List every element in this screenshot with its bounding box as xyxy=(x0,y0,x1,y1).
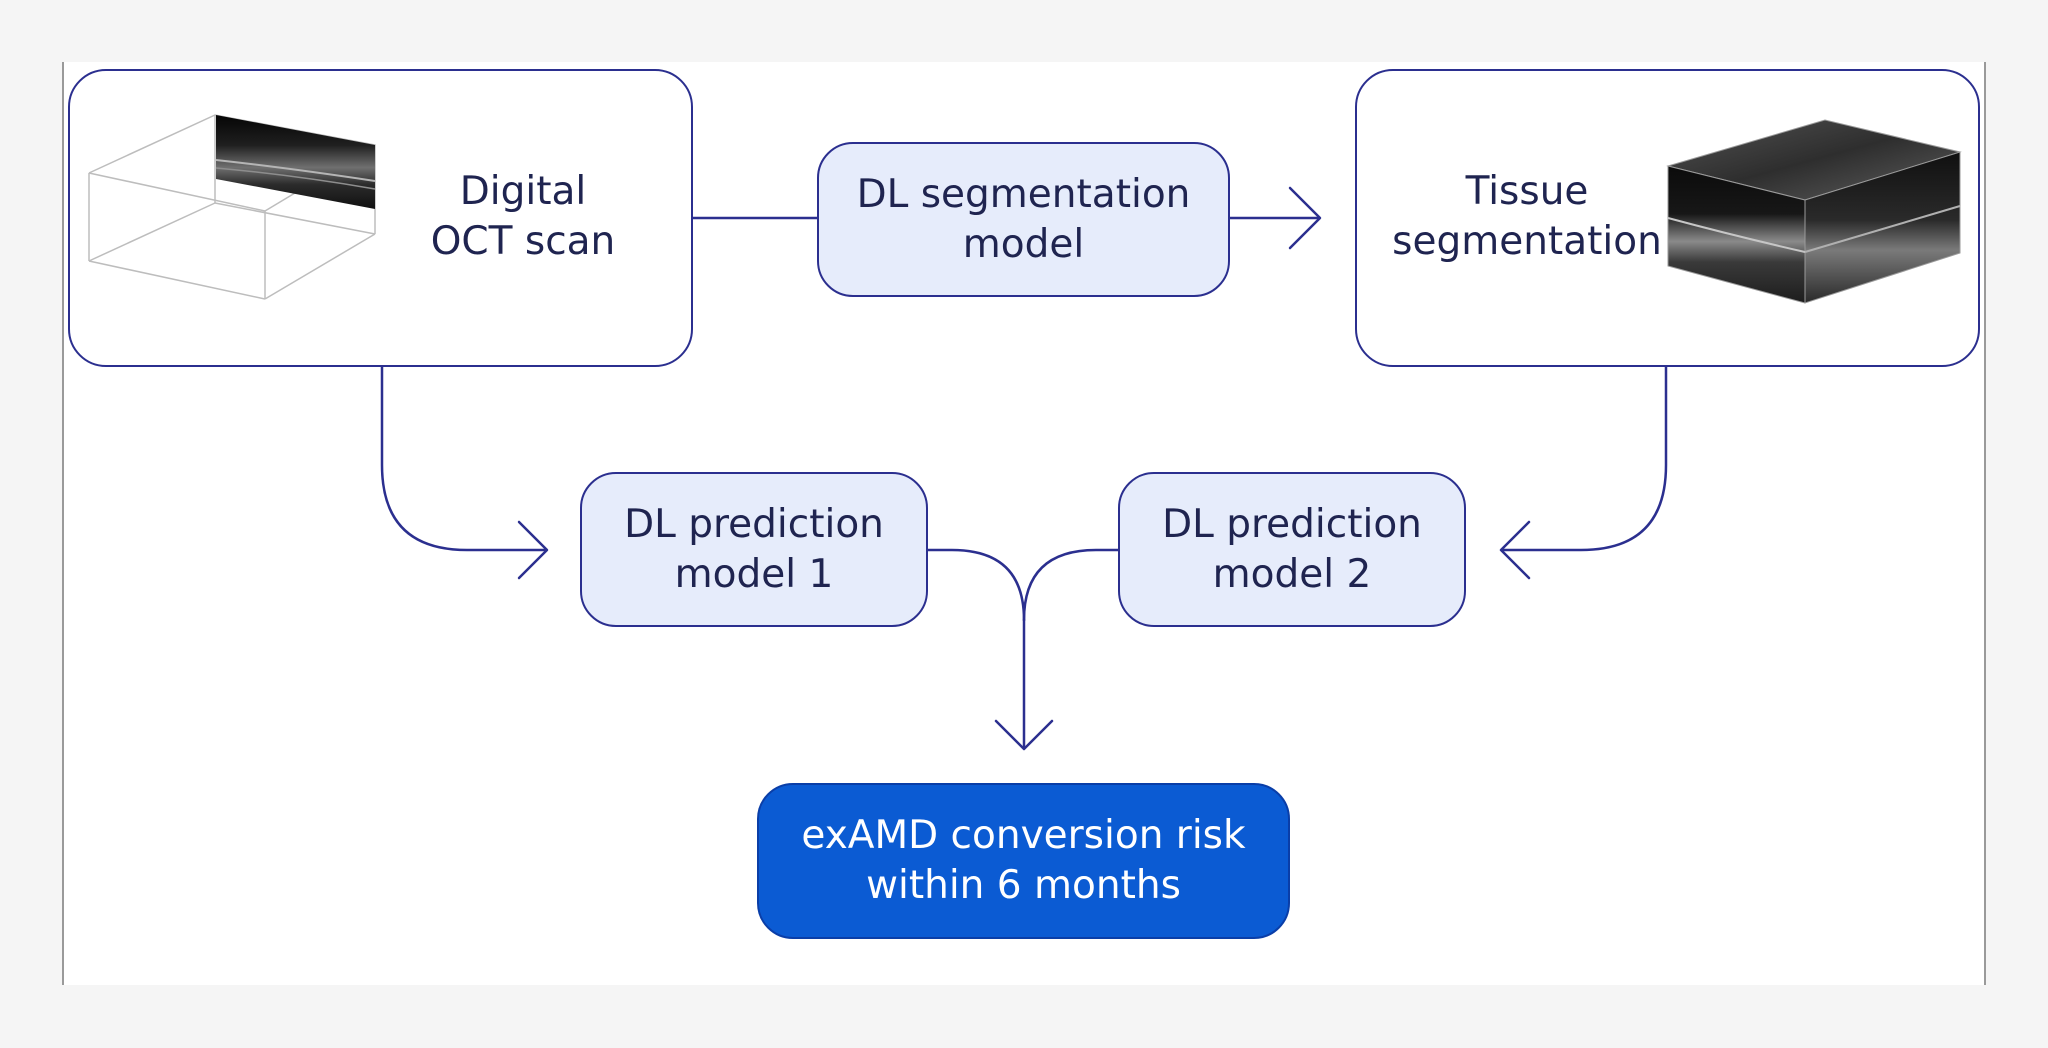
oct-scan-card xyxy=(68,69,693,367)
prediction-model-1-box: DL prediction model 1 xyxy=(580,472,928,627)
segmentation-model-box: DL segmentation model xyxy=(817,142,1230,297)
oct-scan-label: Digital OCT scan xyxy=(413,167,633,267)
result-label-line-2: within 6 months xyxy=(866,863,1181,908)
segmentation-model-label-line-1: DL segmentation xyxy=(856,171,1191,217)
tissue-segmentation-label-line-1: Tissue xyxy=(1465,169,1589,214)
oct-scan-slice xyxy=(216,115,375,209)
segmentation-model-label-line-2: model xyxy=(962,221,1085,267)
oct-scan-wireframe-icon xyxy=(88,114,376,300)
conversion-risk-result-box: exAMD conversion risk within 6 months xyxy=(757,783,1290,939)
prediction-model-1-label-line-2: model 1 xyxy=(674,551,834,597)
prediction-model-2-label-line-2: model 2 xyxy=(1212,551,1372,597)
oct-scan-label-line-2: OCT scan xyxy=(430,219,616,264)
prediction-model-2-label-line-1: DL prediction xyxy=(1162,501,1422,547)
tissue-segmentation-label: Tissue segmentation xyxy=(1382,167,1672,267)
tissue-segmentation-label-line-2: segmentation xyxy=(1392,219,1662,264)
prediction-model-1-label-line-1: DL prediction xyxy=(624,501,884,547)
oct-scan-label-line-1: Digital xyxy=(459,169,587,214)
prediction-model-2-box: DL prediction model 2 xyxy=(1118,472,1466,627)
segmentation-volume-icon xyxy=(1666,119,1962,304)
result-label-line-1: exAMD conversion risk xyxy=(801,813,1246,858)
